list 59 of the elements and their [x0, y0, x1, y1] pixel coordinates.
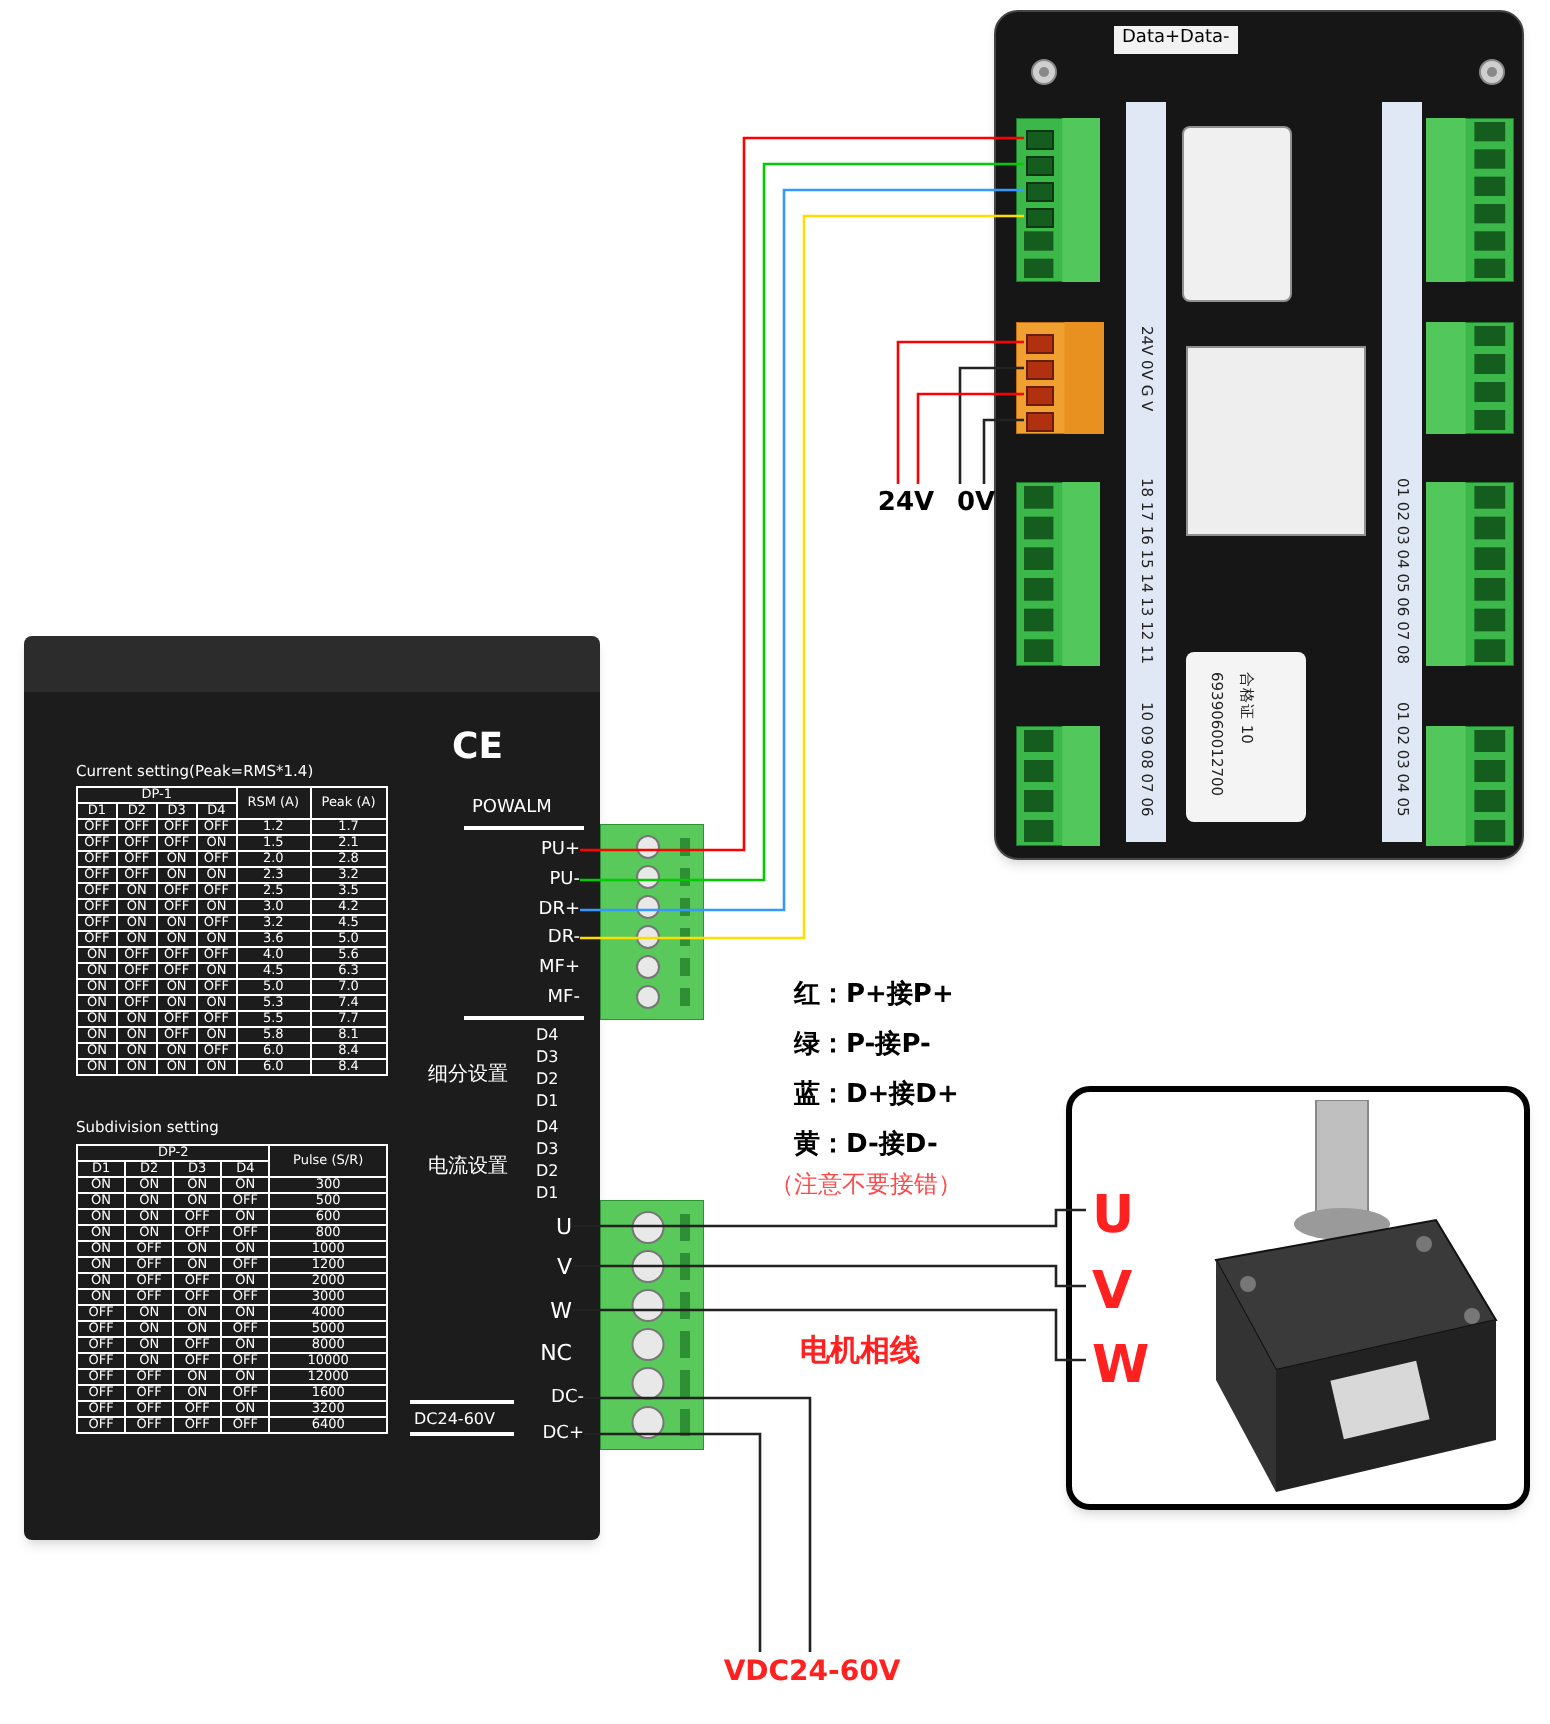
terminal-heading: POWALM	[472, 796, 552, 822]
switch-label: D1	[536, 1090, 559, 1114]
terminal-label: DR+	[524, 896, 580, 924]
switch-label: D4	[536, 1116, 559, 1140]
wire	[916, 392, 1024, 484]
wire	[896, 340, 1024, 484]
supply-voltage-label: VDC24-60V	[700, 1652, 924, 1692]
switch-label: D2	[536, 1068, 559, 1092]
switch-label: D3	[536, 1138, 559, 1162]
terminal-label: V	[532, 1250, 572, 1282]
terminal-pin	[1026, 182, 1054, 202]
switch-label: D3	[536, 1046, 559, 1070]
terminal-pin	[1026, 208, 1054, 228]
wire	[572, 1264, 1086, 1288]
terminal-label: W	[528, 1294, 572, 1326]
terminal-label: PU-	[524, 866, 580, 894]
terminal-label: MF-	[524, 984, 580, 1012]
switch-label: D4	[536, 1024, 559, 1048]
terminal-label: DR-	[524, 924, 580, 952]
wire	[584, 1396, 812, 1652]
wire	[572, 1308, 1086, 1362]
phase-letter: U	[1092, 1186, 1140, 1246]
wire-label: 电机相线	[800, 1330, 920, 1372]
wire	[584, 1432, 762, 1652]
wire	[958, 366, 1024, 484]
terminal-label: U	[532, 1210, 572, 1242]
product-sticker	[1186, 346, 1366, 536]
phase-letter: V	[1092, 1262, 1140, 1322]
wiring-note: 红：P+接P+	[794, 977, 954, 1014]
power-label: 24V	[872, 484, 940, 520]
instruction-sticker	[1182, 126, 1292, 302]
switch-group-label: 细分设置	[428, 1061, 508, 1090]
wire	[572, 1208, 1086, 1228]
terminal-pin	[1026, 130, 1054, 150]
wiring-note: 黄：D-接D-	[794, 1127, 938, 1164]
warning-note: （注意不要接错）	[770, 1168, 962, 1202]
terminal-label: DC+	[520, 1420, 584, 1448]
switch-group-label: 电流设置	[428, 1153, 508, 1182]
switch-label: D1	[536, 1182, 559, 1206]
terminal-label: PU+	[524, 836, 580, 864]
stepper-driver-drawing	[24, 636, 600, 1540]
switch-label: D2	[536, 1160, 559, 1184]
terminal-pin	[1026, 334, 1054, 354]
wire	[982, 418, 1024, 484]
wiring-note: 绿：P-接P-	[794, 1027, 931, 1064]
terminal-label: DC-	[520, 1384, 584, 1412]
motion-controller-drawing	[994, 10, 1524, 860]
terminal-label: MF+	[524, 954, 580, 982]
port-label: Data+Data-	[1114, 26, 1238, 53]
terminal-pin	[1026, 156, 1054, 176]
voltage-label: DC24-60V	[414, 1408, 495, 1432]
phase-letter: W	[1092, 1336, 1148, 1396]
terminal-pin	[1026, 386, 1054, 406]
ce-mark: CE	[452, 724, 504, 772]
wiring-note: 蓝：D+接D+	[794, 1077, 959, 1114]
terminal-label: NC	[520, 1336, 572, 1368]
terminal-pin	[1026, 412, 1054, 432]
terminal-pin	[1026, 360, 1054, 380]
motor-frame	[1066, 1086, 1530, 1510]
